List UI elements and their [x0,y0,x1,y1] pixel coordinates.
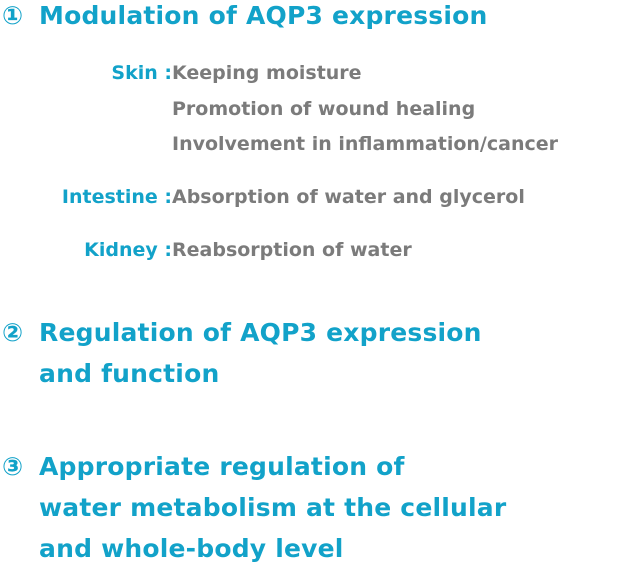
organ-skin: Skin : Keeping moisture Promotion of wou… [0,56,630,166]
section3-line-1: Appropriate regulation of [39,452,405,481]
organ-label-intestine: Intestine : [61,186,172,208]
skin-item-3: Involvement in inflammation/cancer [172,133,558,155]
skin-item-1: Keeping moisture [172,62,362,84]
section2-line-1: Regulation of AQP3 expression [39,318,482,347]
section3-heading: ③ Appropriate regulation of water metabol… [2,446,506,569]
kidney-item-1: Reabsorption of water [172,239,412,261]
organ-kidney: Kidney : Reabsorption of water [0,233,630,269]
section2-heading: ② Regulation of AQP3 expression and funct… [2,312,482,394]
skin-item-2: Promotion of wound healing [172,97,476,120]
section3-line-3: and whole-body level [39,534,344,563]
section3-line-2: water metabolism at the cellular [39,493,507,522]
organ-label-kidney: Kidney : [84,239,172,261]
organ-intestine: Intestine : Absorption of water and glyc… [0,180,630,216]
circled-number-3: ③ [2,452,24,481]
section2-line-2: and function [39,359,220,388]
section1-title: Modulation of AQP3 expression [39,1,488,30]
circled-number-1: ① [2,1,24,30]
section1-heading: ① Modulation of AQP3 expression [2,0,488,36]
intestine-item-1: Absorption of water and glycerol [172,186,525,208]
circled-number-2: ② [2,318,24,347]
organ-label-skin: Skin : [111,62,172,84]
